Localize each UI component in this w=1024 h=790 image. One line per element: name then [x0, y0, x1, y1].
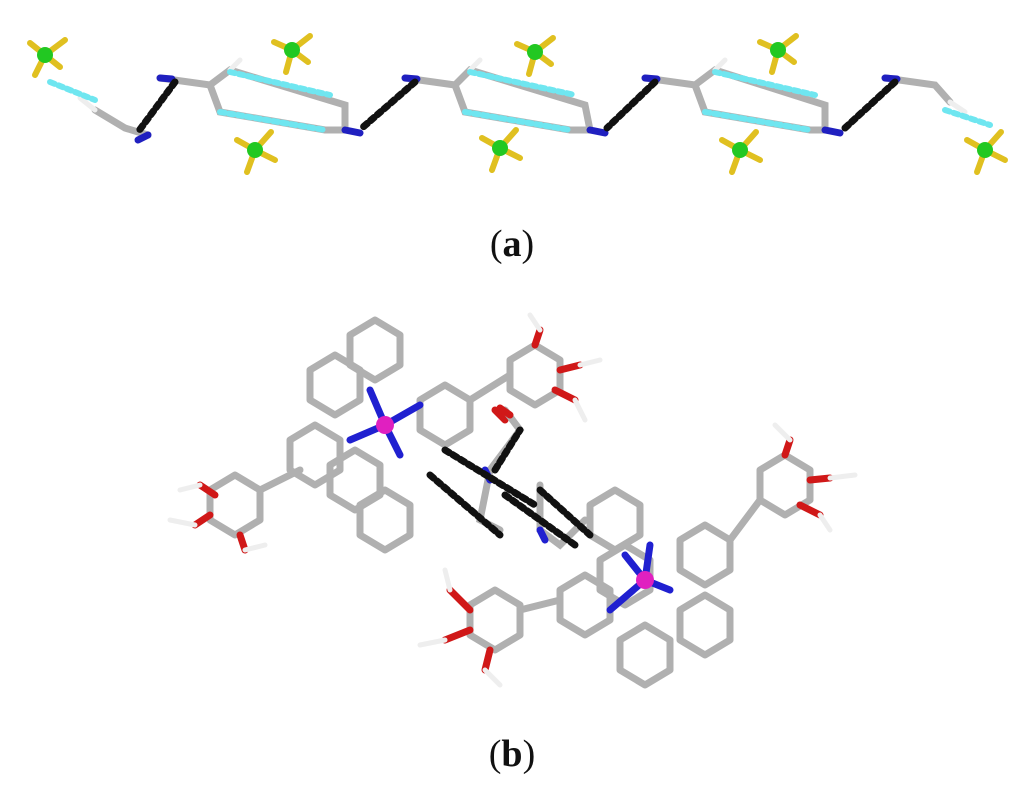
- caption-b-close: ): [522, 733, 536, 775]
- caption-a: (a): [0, 222, 1024, 266]
- caption-b-letter: b: [501, 733, 523, 775]
- molecular-chain: [47, 57, 993, 144]
- caption-a-open: (: [489, 223, 503, 265]
- panel-b-structure: [167, 312, 858, 689]
- caption-a-close: ): [521, 223, 535, 265]
- caption-a-letter: a: [502, 223, 522, 265]
- panel-a-structure: [27, 33, 1008, 175]
- caption-b-open: (: [488, 733, 502, 775]
- caption-b: (b): [0, 732, 1024, 776]
- complex-lower-right: [417, 422, 858, 689]
- anion-groups: [27, 33, 1008, 175]
- complex-upper-left: [167, 312, 603, 554]
- bridging-molecules: [426, 404, 594, 550]
